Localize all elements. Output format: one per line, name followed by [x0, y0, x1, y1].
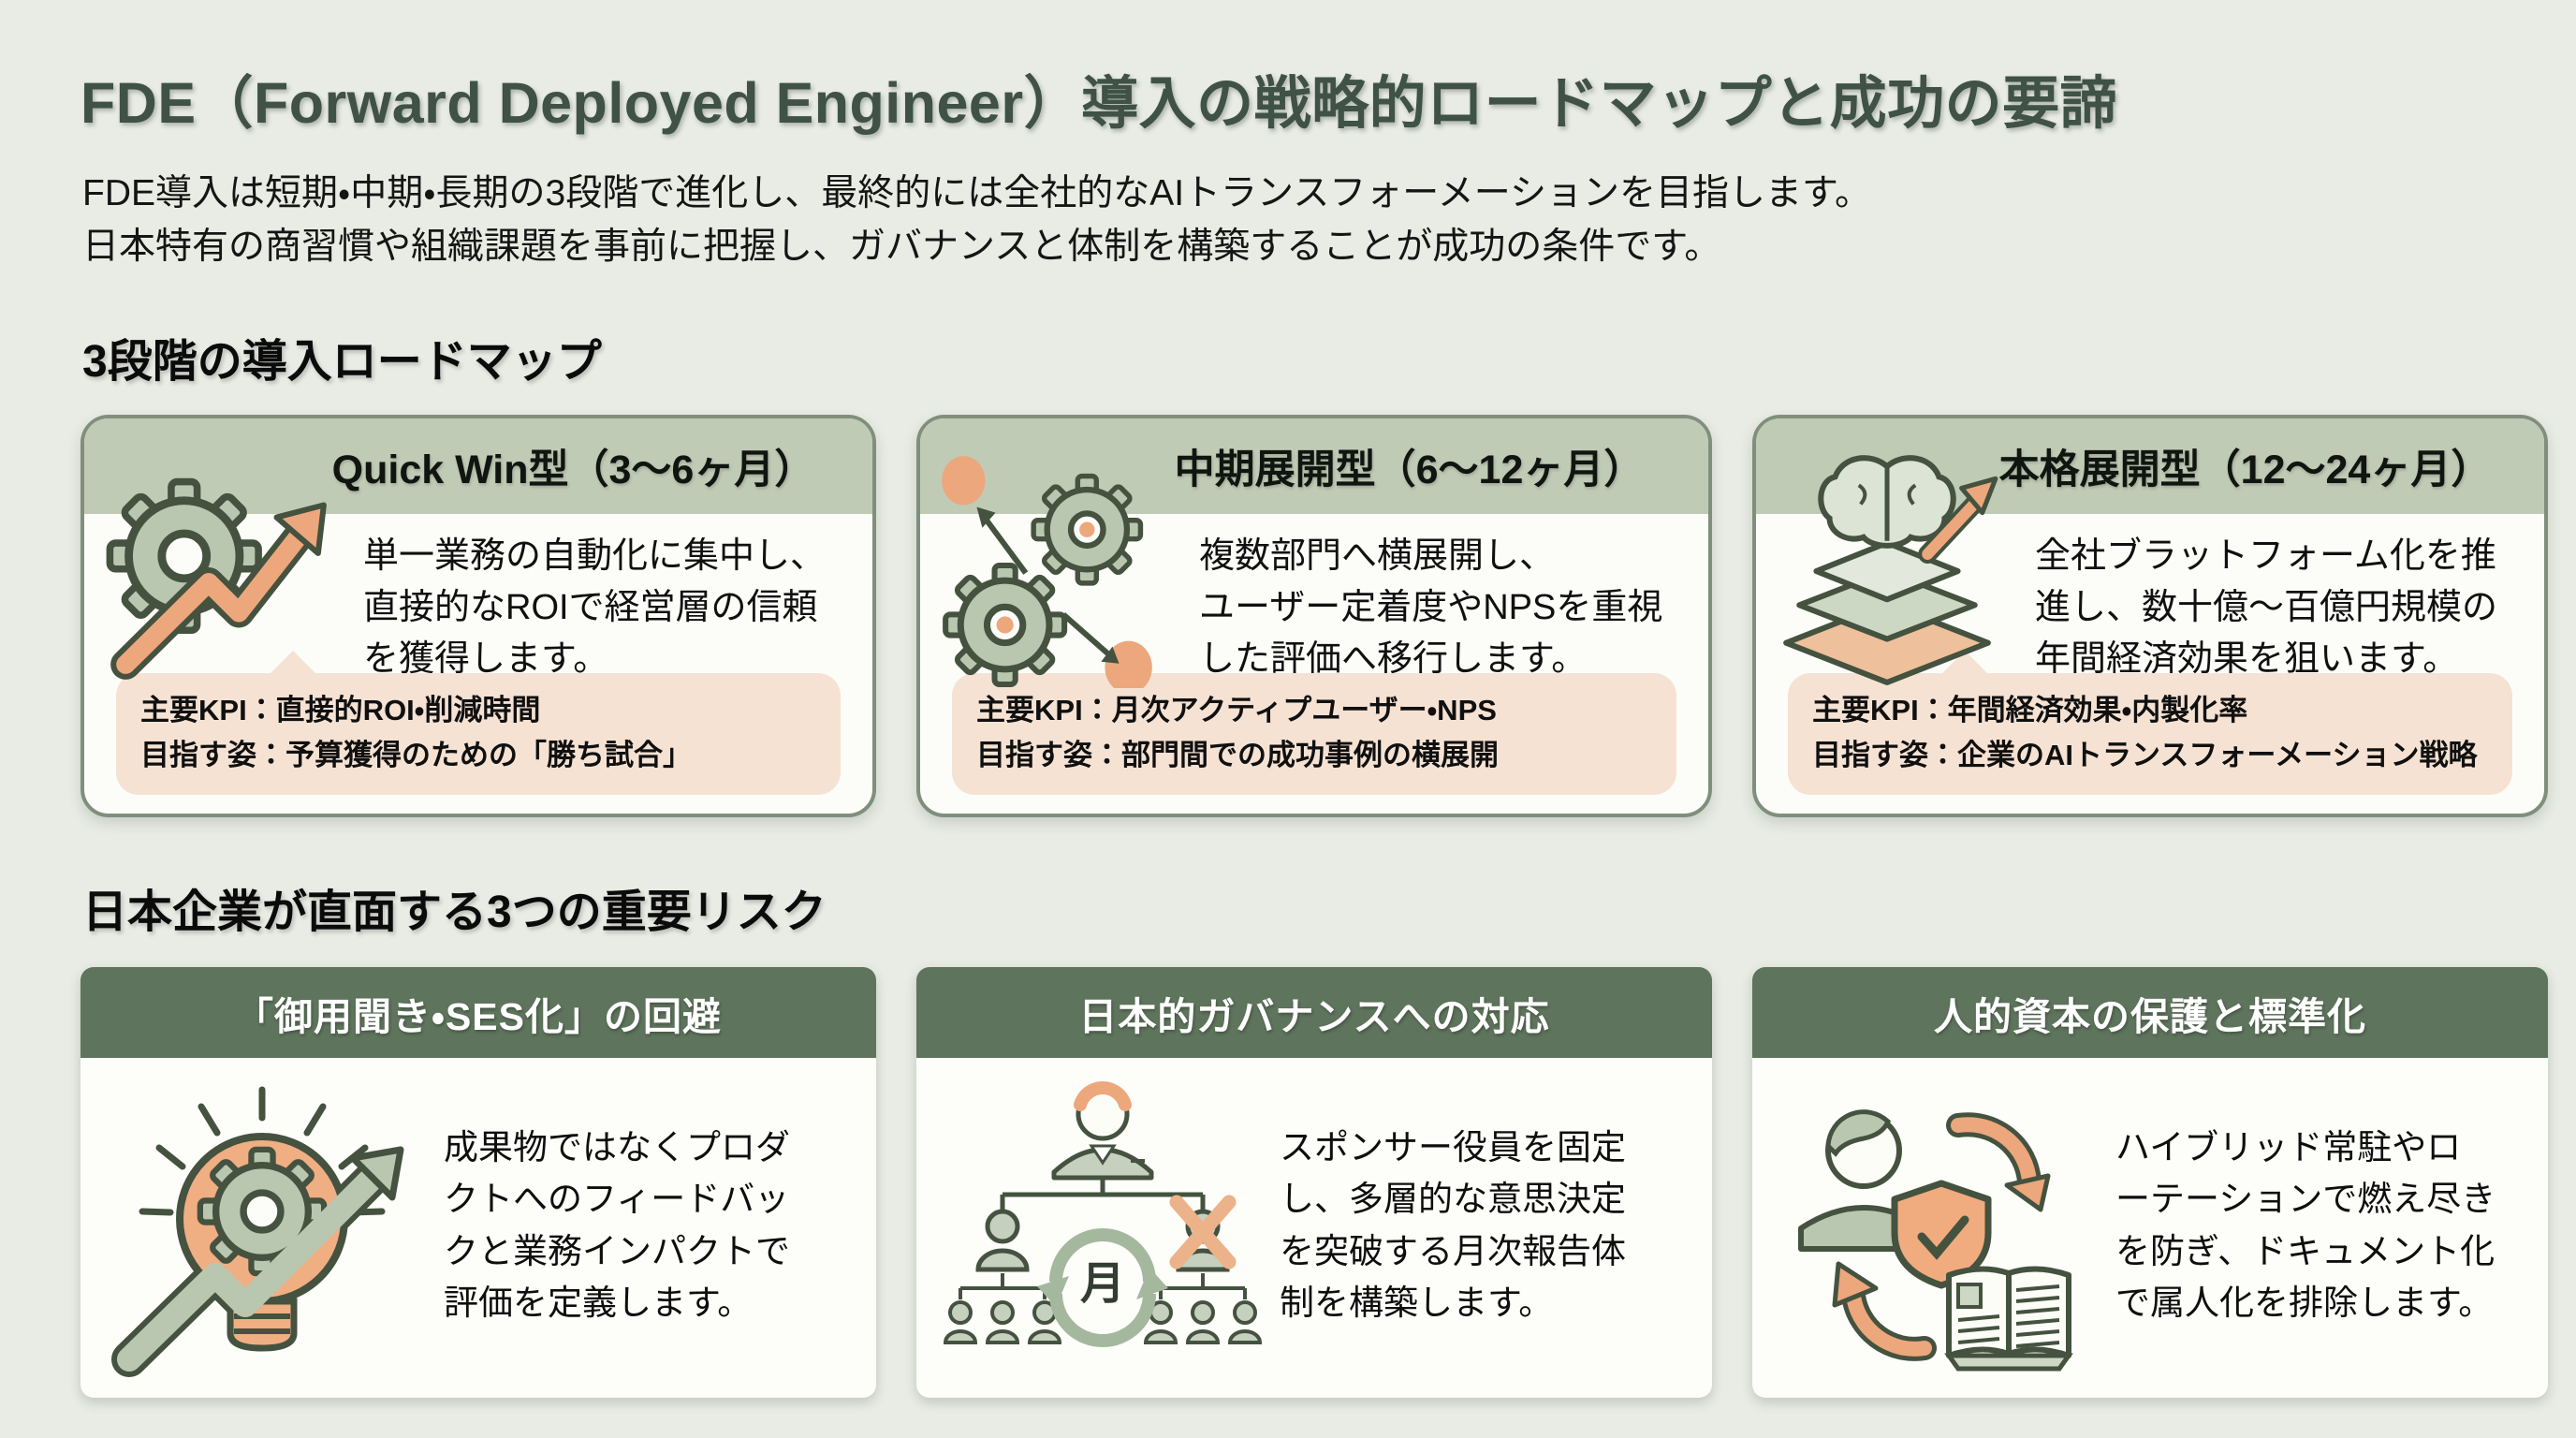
kpi-line: 主要KPI：年間経済効果・内製化率 — [1812, 693, 2248, 726]
kpi-callout: 主要KPI：年間経済効果・内製化率 目指す姿：企業のAIトランスフォーメーション… — [1788, 650, 2512, 795]
roadmap-card-header-band — [84, 418, 872, 514]
roadmap-card-title: 中期展開型（6〜12ヶ月） — [1174, 448, 1645, 492]
linked-gears-network-icon — [933, 443, 1169, 695]
roadmap-card-title: Quick Win型（3〜6ヶ月） — [331, 448, 815, 492]
risk-card-body: 成果物ではなくプロダ クトへのフィードバッ クと業務インパクトで 評価を定義しま… — [80, 1058, 876, 1398]
goal-line: 目指す姿：企業のAIトランスフォーメーション戦略 — [1812, 738, 2478, 771]
goal-line: 目指す姿：予算獲得のための「勝ち試合」 — [140, 738, 692, 771]
roadmap-card-full-scale: 本格展開型（12〜24ヶ月） 全社ブラットフォーム化を推 進し、数十億〜百億円規… — [1752, 415, 2548, 817]
risk-card-description: 成果物ではなくプロダ クトへのフィードバッ クと業務インパクトで 評価を定義しま… — [444, 1127, 790, 1323]
gear-growth-arrow-icon — [97, 443, 333, 688]
risk-card-header: 日本的ガバナンスへの対応 — [916, 967, 1712, 1058]
risk-card-header: 人的資本の保護と標準化 — [1752, 967, 2548, 1058]
risk-card-description: ハイブリッド常駐やロ ーテーションで燃え尽き を防ぎ、ドキュメント化 で属人化を… — [2115, 1127, 2496, 1323]
risks-section-heading: 日本企業が直面する3つの重要リスク — [82, 888, 827, 937]
kpi-line: 主要KPI：月次アクティプユーザー・NPS — [976, 693, 1497, 726]
risk-card-description: スポンサー役員を固定 し、多層的な意思決定 を突破する月次報告体 制を構築します… — [1280, 1127, 1626, 1323]
risk-card-header: 「御用聞き・SES化」の回避 — [80, 967, 876, 1058]
risk-card-title: 「御用聞き・SES化」の回避 — [235, 994, 722, 1038]
org-chart-monthly-cycle-icon: 月 — [939, 1071, 1266, 1380]
roadmap-cards-row: Quick Win型（3〜6ヶ月） — [80, 415, 2548, 817]
roadmap-card-title: 本格展開型（12〜24ヶ月） — [1998, 448, 2492, 492]
roadmap-card-description: 全社ブラットフォーム化を推 進し、数十億〜百億円規模の 年間経済効果を狙います。 — [2035, 536, 2498, 680]
lightbulb-gear-arrow-icon — [103, 1071, 431, 1380]
roadmap-section-heading: 3段階の導入ロードマップ — [82, 337, 602, 387]
roadmap-card-mid-term: 中期展開型（6〜12ヶ月） — [916, 415, 1712, 817]
page-title: FDE（Forward Deployed Engineer）導入の戦略的ロードマ… — [80, 71, 2118, 135]
risk-card-ses-avoidance: 「御用聞き・SES化」の回避 — [80, 967, 876, 1398]
risk-card-title: 日本的ガバナンスへの対応 — [1078, 994, 1550, 1038]
kpi-callout: 主要KPI：月次アクティプユーザー・NPS 目指す姿：部門間での成功事例の横展開 — [952, 650, 1676, 795]
page-subtitle: FDE導入は短期・中期・長期の3段階で進化し、最終的には全社的なAIトランスフォ… — [82, 173, 1872, 268]
kpi-line: 主要KPI：直接的ROI・削減時間 — [140, 693, 541, 726]
kpi-callout: 主要KPI：直接的ROI・削減時間 目指す姿：予算獲得のための「勝ち試合」 — [116, 650, 841, 795]
month-kanji-label: 月 — [1080, 1259, 1125, 1309]
risk-card-human-capital: 人的資本の保護と標準化 — [1752, 967, 2548, 1398]
goal-line: 目指す姿：部門間での成功事例の横展開 — [976, 738, 1499, 771]
risk-card-body: ハイブリッド常駐やロ ーテーションで燃え尽き を防ぎ、ドキュメント化 で属人化を… — [1752, 1058, 2548, 1398]
risk-card-governance: 日本的ガバナンスへの対応 — [916, 967, 1712, 1398]
roadmap-card-description: 単一業務の自動化に集中し、 直接的なROIで経営層の信頼 を獲得します。 — [363, 536, 827, 680]
roadmap-card-description: 複数部門へ横展開し、 ユーザー定着度やNPSを重視 した評価へ移行します。 — [1199, 536, 1663, 680]
roadmap-card-quick-win: Quick Win型（3〜6ヶ月） — [80, 415, 876, 817]
brain-platform-arrow-icon — [1769, 443, 2005, 688]
risk-card-title: 人的資本の保護と標準化 — [1934, 994, 2366, 1038]
risk-card-body: 月 スポンサー役員を固定 し、多層的な意思決定 を突破する月次報告体 制を構築し… — [916, 1058, 1712, 1398]
risk-cards-row: 「御用聞き・SES化」の回避 — [80, 967, 2548, 1398]
person-shield-book-rotation-icon — [1775, 1071, 2102, 1380]
